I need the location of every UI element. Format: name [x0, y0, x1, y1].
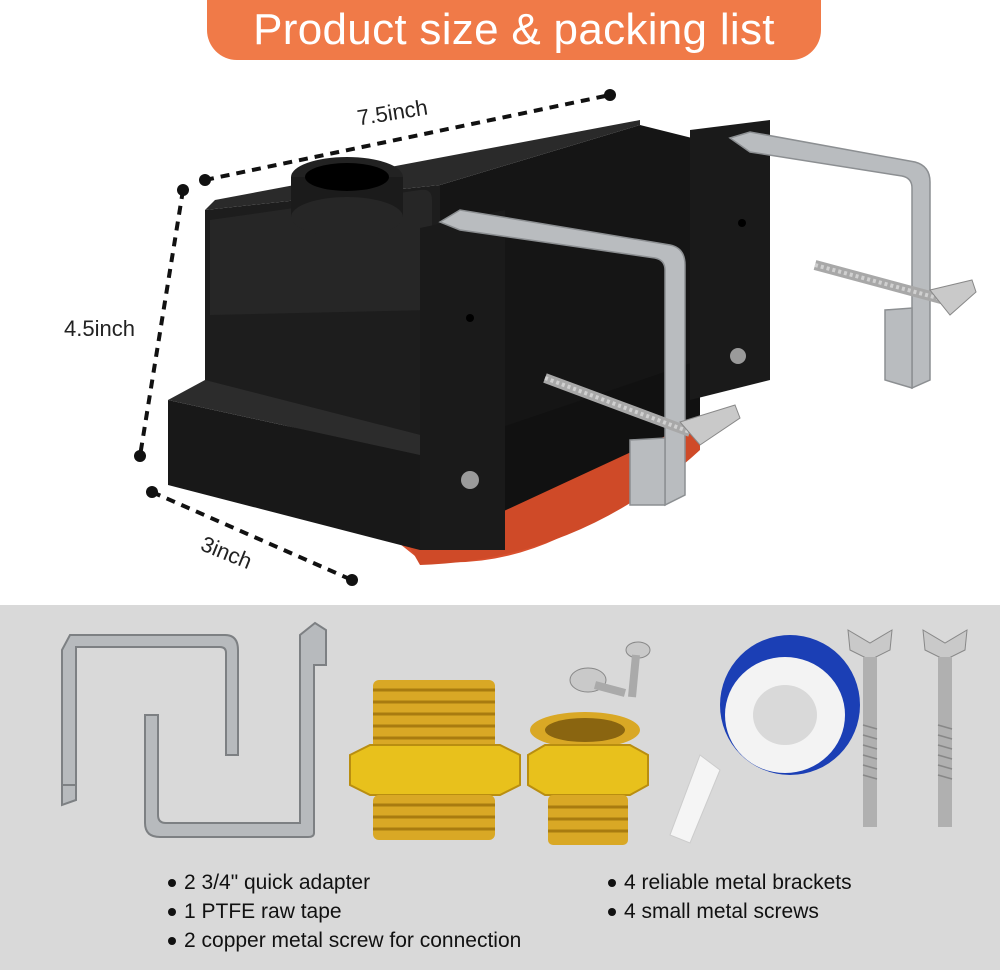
- wing-bolts: [847, 629, 968, 827]
- dimension-height-label: 4.5inch: [64, 316, 135, 341]
- packing-list-left: 2 3/4" quick adapter 1 PTFE raw tape 2 c…: [168, 868, 521, 955]
- packing-list-right: 4 reliable metal brackets 4 small metal …: [608, 868, 852, 926]
- dimension-lines: [138, 93, 611, 582]
- bullet-icon: [608, 907, 616, 916]
- float-body: [168, 120, 770, 550]
- bullet-icon: [168, 907, 176, 916]
- list-item: 4 small metal screws: [608, 897, 852, 926]
- list-item: 4 reliable metal brackets: [608, 868, 852, 897]
- bullet-icon: [168, 878, 176, 887]
- ptfe-tape: [669, 635, 860, 844]
- u-brackets: [61, 621, 327, 838]
- small-screws: [569, 641, 651, 698]
- title-banner: Product size & packing list: [207, 0, 821, 60]
- banner-title: Product size & packing list: [253, 5, 775, 54]
- packing-list-panel: 2 3/4" quick adapter 1 PTFE raw tape 2 c…: [0, 605, 1000, 970]
- brass-adapters: [349, 680, 649, 845]
- accessories-photo: [61, 621, 968, 845]
- metal-brackets: [438, 131, 931, 507]
- product-photo: [134, 89, 977, 586]
- bullet-icon: [608, 878, 616, 887]
- dimension-dots: [134, 89, 616, 586]
- bullet-icon: [168, 936, 176, 945]
- wing-screws: [543, 260, 977, 446]
- list-item: 2 copper metal screw for connection: [168, 926, 521, 955]
- list-item: 1 PTFE raw tape: [168, 897, 521, 926]
- list-item: 2 3/4" quick adapter: [168, 868, 521, 897]
